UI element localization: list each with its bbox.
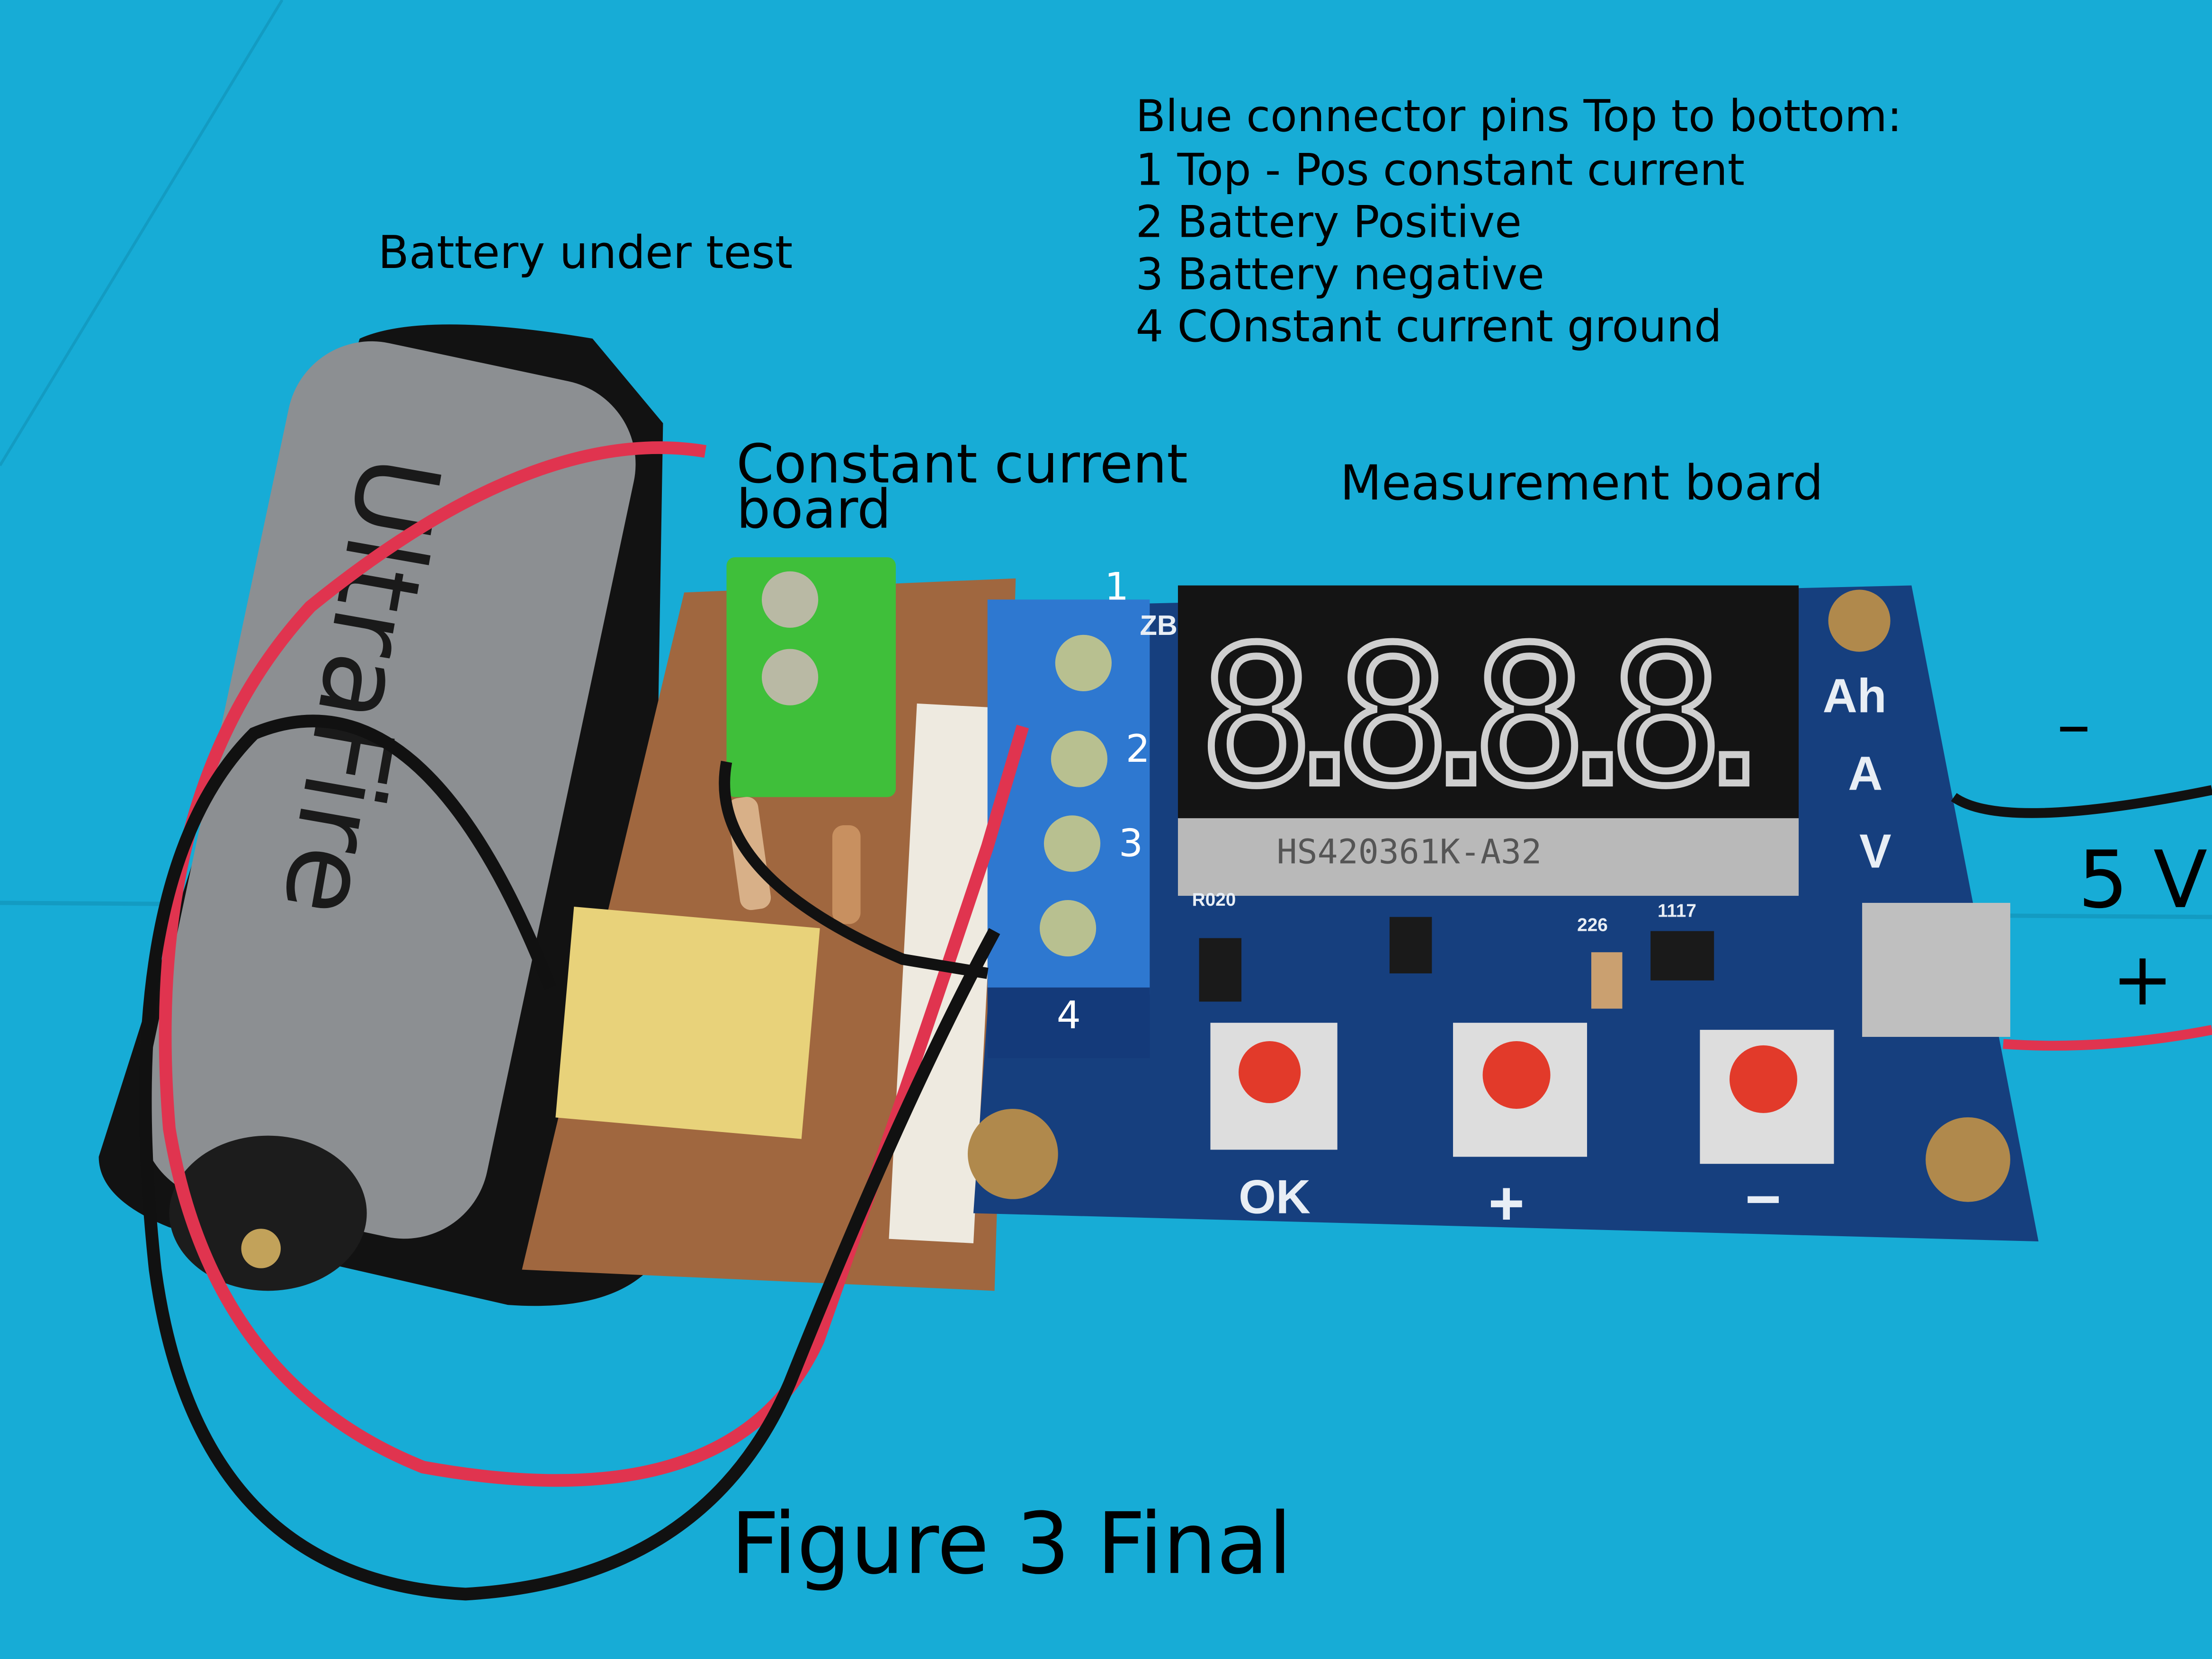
regulator-marking: 1117 xyxy=(1658,901,1696,921)
ok-label: OK xyxy=(1239,1170,1311,1223)
terminal-marking: ZB xyxy=(1140,609,1177,641)
pin-legend-line: 1 Top - Pos constant current xyxy=(1136,144,1745,195)
battery-label: Battery under test xyxy=(378,227,793,279)
ok-button[interactable] xyxy=(1210,1023,1338,1150)
minus-label: − xyxy=(1745,1164,1782,1233)
measurement-board: ZB 8.8.8.8. HS420361K-A32 Ah A V R020 22… xyxy=(968,585,2039,1242)
supply-black-wire xyxy=(1951,785,2212,818)
pin-label-4: 4 xyxy=(1057,993,1081,1037)
supply-voltage-label: 5 V xyxy=(2078,834,2207,926)
resistor xyxy=(832,825,861,924)
measurement-board-label: Measurement board xyxy=(1340,455,1823,511)
unit-label-a: A xyxy=(1848,747,1882,801)
pin-legend: Blue connector pins Top to bottom: 1 Top… xyxy=(1136,90,1902,352)
cc-board-label-line1: Constant current xyxy=(736,433,1187,495)
cap-marking: 226 xyxy=(1577,915,1608,936)
plus-button[interactable] xyxy=(1453,1023,1588,1157)
supply-red-wire xyxy=(2003,1025,2212,1051)
pin-label-2: 2 xyxy=(1126,726,1150,771)
minus-button[interactable] xyxy=(1700,1030,1834,1164)
pin-label-1: 1 xyxy=(1105,564,1129,608)
trimmer-potentiometer xyxy=(555,906,820,1139)
resistor-marking: R020 xyxy=(1192,890,1236,910)
pin-legend-line: 3 Battery negative xyxy=(1136,249,1544,300)
seven-segment-display xyxy=(1177,585,1799,826)
display-digits: 8.8.8.8. xyxy=(1199,607,1792,828)
pin-legend-title: Blue connector pins Top to bottom: xyxy=(1136,90,1902,142)
pin-legend-line: 4 COnstant current ground xyxy=(1136,301,1722,352)
battery xyxy=(140,341,636,1239)
display-model: HS420361K-A32 xyxy=(1277,832,1542,872)
supply-plus-label: + xyxy=(2112,936,2173,1022)
figure-caption: Figure 3 Final xyxy=(731,1495,1292,1593)
pin-label-3: 3 xyxy=(1119,821,1143,865)
pin-legend-line: 2 Battery Positive xyxy=(1136,196,1522,248)
cc-board-label-line2: board xyxy=(736,478,891,540)
black-wire xyxy=(139,714,1000,1601)
black-wire-cc xyxy=(719,760,989,979)
battery-contact xyxy=(169,1135,367,1291)
unit-label-v: V xyxy=(1859,824,1891,878)
micro-usb-port xyxy=(1862,902,2010,1037)
unit-label-ah: Ah xyxy=(1823,669,1887,723)
supply-minus-label: – xyxy=(2057,685,2091,764)
mat-grid-line xyxy=(0,0,284,466)
plus-label: + xyxy=(1488,1168,1525,1238)
